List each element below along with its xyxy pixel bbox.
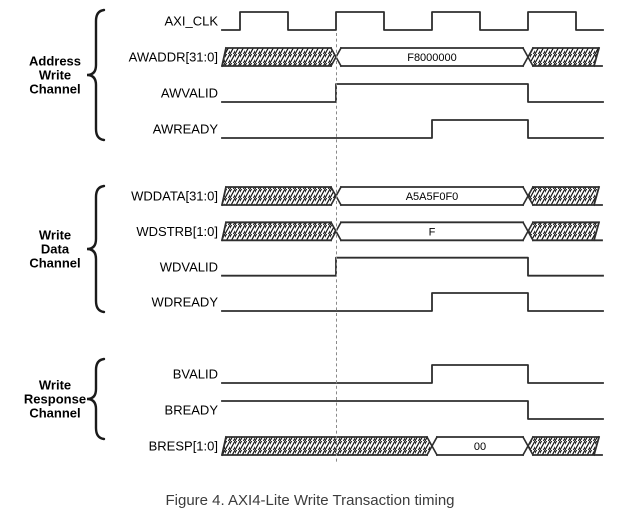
group-brace-address-write-channel (86, 8, 106, 142)
signal-waveform-BVALID (221, 364, 604, 384)
signal-label-BRESP[1:0]: BRESP[1:0] (149, 439, 218, 454)
signal-waveform-AWREADY (221, 119, 604, 139)
bus-invalid-region (528, 48, 599, 66)
bus-invalid-region (222, 187, 336, 205)
bus-border (220, 185, 332, 207)
signal-waveform-WDREADY (221, 292, 604, 312)
bus-border (340, 221, 524, 242)
bus-crossover (521, 185, 535, 207)
bus-crossover (521, 435, 535, 457)
bus-invalid-region (528, 187, 599, 205)
bus-value-WDSTRB[1:0]: F (429, 226, 436, 238)
bus-invalid-region (222, 48, 336, 66)
bus-crossover (425, 435, 439, 457)
bus-border (532, 46, 603, 68)
bus-value-BRESP[1:0]: 00 (474, 441, 486, 453)
bus-border (340, 47, 524, 67)
group-label-write-data-channel: Data (41, 242, 70, 257)
bus-border (532, 435, 603, 457)
bus-invalid-region (222, 222, 336, 241)
group-label-write-response-channel: Response (24, 392, 86, 407)
group-brace-write-data-channel (86, 184, 106, 314)
signal-label-BVALID: BVALID (173, 367, 218, 382)
bus-border (220, 221, 332, 242)
bus-invalid-region (222, 437, 432, 455)
group-brace-write-response-channel (86, 357, 106, 441)
signal-label-AWADDR[31:0]: AWADDR[31:0] (129, 50, 218, 65)
bus-invalid-region (528, 437, 599, 455)
figure-caption: Figure 4. AXI4-Lite Write Transaction ti… (165, 492, 455, 509)
bus-border (532, 221, 603, 242)
bus-border (532, 185, 603, 207)
signal-label-BREADY: BREADY (165, 403, 219, 418)
signal-label-AXI_CLK: AXI_CLK (165, 14, 219, 29)
bus-value-WDDATA[31:0]: A5A5F0F0 (406, 191, 459, 203)
bus-border (220, 46, 332, 68)
signal-label-WDDATA[31:0]: WDDATA[31:0] (131, 189, 218, 204)
group-label-write-data-channel: Write (39, 228, 71, 243)
signal-label-WDSTRB[1:0]: WDSTRB[1:0] (136, 224, 218, 239)
group-label-address-write-channel: Write (39, 68, 71, 83)
signal-waveform-WDVALID (221, 256, 604, 277)
bus-crossover (521, 221, 535, 242)
bus-invalid-region (528, 222, 599, 241)
bus-crossover (521, 46, 535, 68)
group-label-address-write-channel: Address (29, 54, 81, 69)
bus-value-AWADDR[31:0]: F8000000 (407, 52, 457, 64)
group-label-write-response-channel: Write (39, 378, 71, 393)
group-label-address-write-channel: Channel (29, 82, 80, 97)
signal-label-AWREADY: AWREADY (153, 122, 219, 137)
signal-label-WDVALID: WDVALID (160, 259, 218, 274)
group-label-write-data-channel: Channel (29, 256, 80, 271)
signal-waveform-AWVALID (221, 83, 604, 103)
signal-label-AWVALID: AWVALID (161, 86, 218, 101)
bus-border (340, 186, 524, 206)
group-label-write-response-channel: Channel (29, 406, 80, 421)
bus-border (220, 435, 428, 457)
signal-waveform-BREADY (221, 400, 604, 420)
signal-label-WDREADY: WDREADY (152, 295, 219, 310)
clock-waveform (221, 11, 604, 31)
bus-border (436, 436, 524, 456)
